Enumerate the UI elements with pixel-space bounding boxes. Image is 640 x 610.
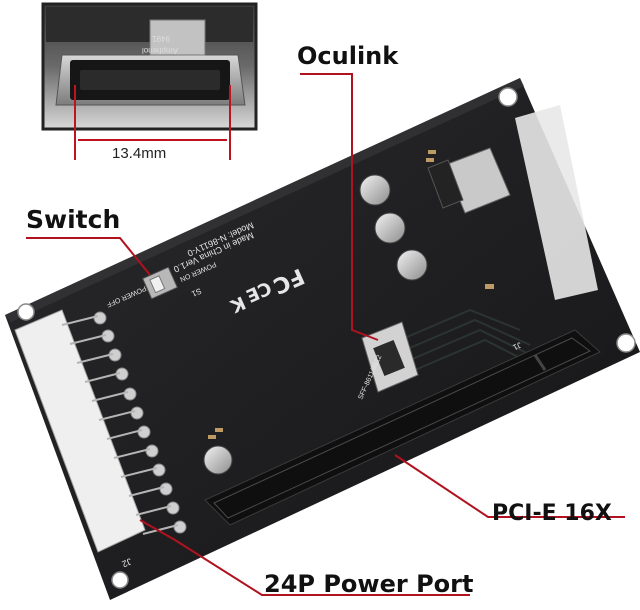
callout-line-switch bbox=[26, 237, 151, 276]
power-switch bbox=[142, 266, 178, 300]
dimension-marker bbox=[74, 85, 231, 160]
dimension-label: 13.4mm bbox=[112, 145, 167, 162]
pcie-x16-slot bbox=[204, 329, 601, 526]
atx-24p-connector bbox=[14, 309, 187, 553]
switch-ref-label: S1 bbox=[190, 286, 203, 298]
callout-oculink: Oculink bbox=[297, 42, 399, 70]
callout-power-port: 24P Power Port bbox=[264, 570, 474, 598]
voltage-regulator bbox=[427, 147, 511, 214]
inset-photo bbox=[41, 2, 258, 131]
inset-marking-2: Amphenol bbox=[142, 46, 178, 55]
callout-lines bbox=[26, 73, 625, 596]
callout-pcie: PCI-E 16X bbox=[492, 501, 612, 526]
callout-switch: Switch bbox=[26, 205, 121, 234]
callout-line-oculink bbox=[300, 73, 379, 341]
capacitors bbox=[203, 174, 428, 475]
mounting-holes bbox=[17, 87, 636, 589]
callout-line-power bbox=[139, 519, 470, 596]
callout-line-pcie bbox=[394, 454, 625, 518]
power-ref-label: J2 bbox=[120, 556, 133, 569]
inset-marking-1: 9491 bbox=[152, 34, 170, 43]
pcie-ref-label: J1 bbox=[511, 340, 523, 352]
